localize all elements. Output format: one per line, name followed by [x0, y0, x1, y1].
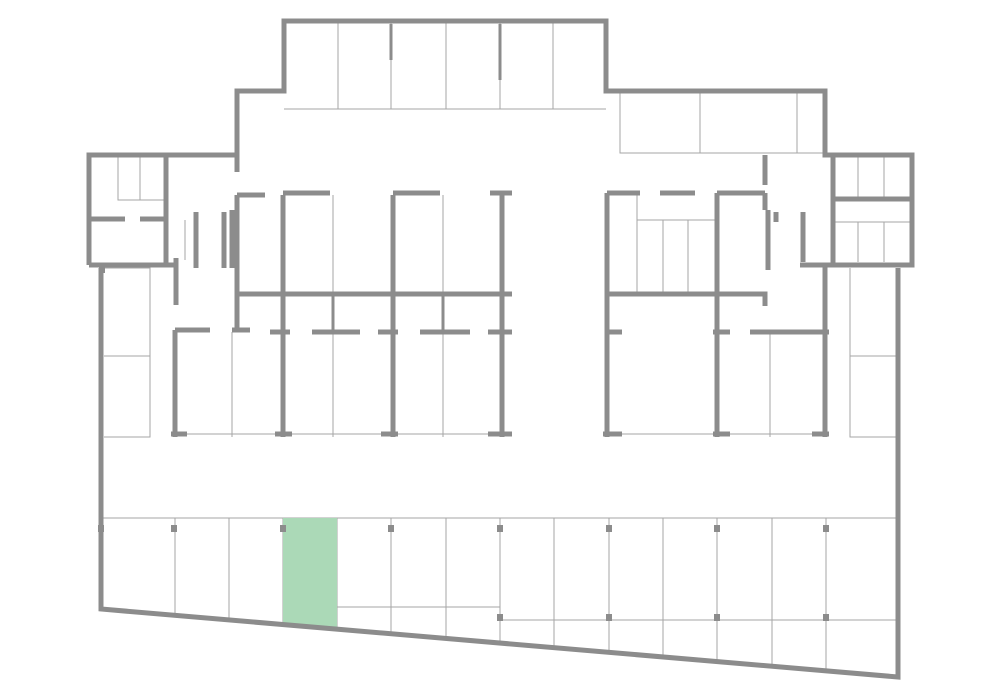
left-stair-outline — [117, 155, 166, 201]
parking-space-row-a-4[interactable] — [283, 518, 337, 627]
walls — [86, 18, 915, 680]
column-2 — [171, 525, 177, 532]
column-5 — [497, 525, 503, 532]
columns — [98, 265, 829, 621]
column-3 — [280, 525, 286, 532]
rear-column-1 — [497, 614, 503, 621]
exterior-wall-lower — [98, 268, 901, 680]
rear-column-4 — [823, 614, 829, 621]
corner-column — [99, 265, 105, 273]
column-8 — [823, 525, 829, 532]
highlight-layer — [283, 518, 337, 627]
column-1 — [98, 525, 104, 532]
rear-column-2 — [606, 614, 612, 621]
west-edge-spaces — [104, 267, 151, 438]
east-edge-spaces — [849, 268, 898, 438]
east-block-midline-end — [749, 291, 768, 306]
north-east-room-outline — [619, 93, 825, 154]
column-7 — [714, 525, 720, 532]
column-6 — [606, 525, 612, 532]
partition-lines — [101, 21, 910, 671]
rear-column-3 — [714, 614, 720, 621]
column-4 — [388, 525, 394, 532]
